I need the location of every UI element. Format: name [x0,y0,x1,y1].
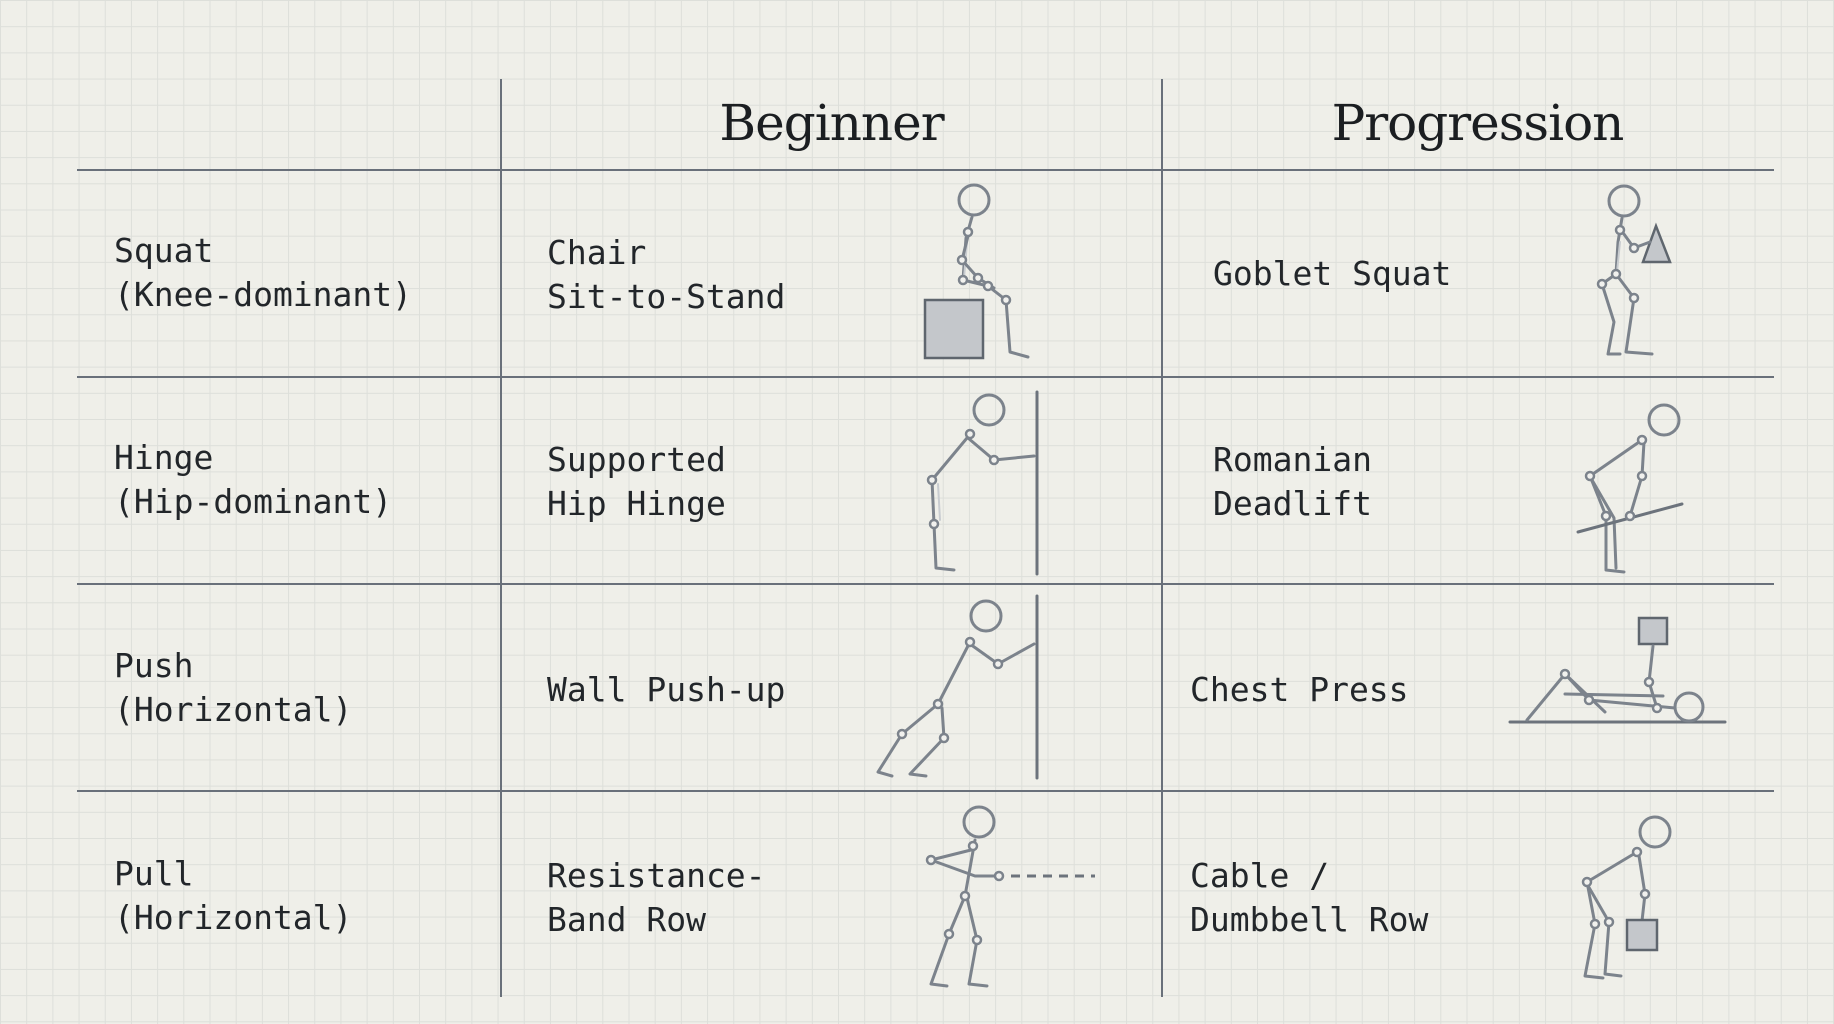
supported-hip-hinge-figure-icon [926,390,1039,576]
pattern-label-hinge: Hinge (Hip-dominant) [114,438,393,521]
chest-press-figure-icon [1508,616,1727,724]
exercise-label-supported-hip-hinge: Supported Hip Hinge [547,440,726,523]
row-divider-2 [77,583,1774,585]
exercise-label-cable-dumbbell-row: Cable / Dumbbell Row [1190,856,1429,939]
column-header-progression: Progression [1331,94,1625,152]
pattern-label-push: Push (Horizontal) [114,646,353,729]
romanian-deadlift-figure-icon [1576,403,1684,574]
column-divider-1 [500,79,502,997]
exercise-label-chair-sit-to-stand: Chair Sit-to-Stand [547,233,786,316]
exercise-label-resistance-band-row: Resistance- Band Row [547,856,766,939]
cable-dumbbell-row-figure-icon [1581,815,1672,980]
column-divider-2 [1161,79,1163,997]
row-divider-3 [77,790,1774,792]
row-divider-1 [77,376,1774,378]
exercise-label-wall-push-up: Wall Push-up [547,670,786,709]
exercise-label-romanian-deadlift: Romanian Deadlift [1213,440,1372,523]
exercise-label-chest-press: Chest Press [1190,670,1409,709]
pattern-label-squat: Squat (Knee-dominant) [114,231,413,314]
resistance-band-row-figure-icon [925,805,1095,988]
chair-sit-to-stand-figure-icon [923,183,1030,360]
goblet-squat-figure-icon [1596,184,1672,356]
exercise-label-goblet-squat: Goblet Squat [1213,254,1452,293]
wall-push-up-figure-icon [876,594,1039,780]
header-divider [77,169,1774,171]
column-header-beginner: Beginner [719,94,944,152]
pattern-label-pull: Pull (Horizontal) [114,854,353,937]
